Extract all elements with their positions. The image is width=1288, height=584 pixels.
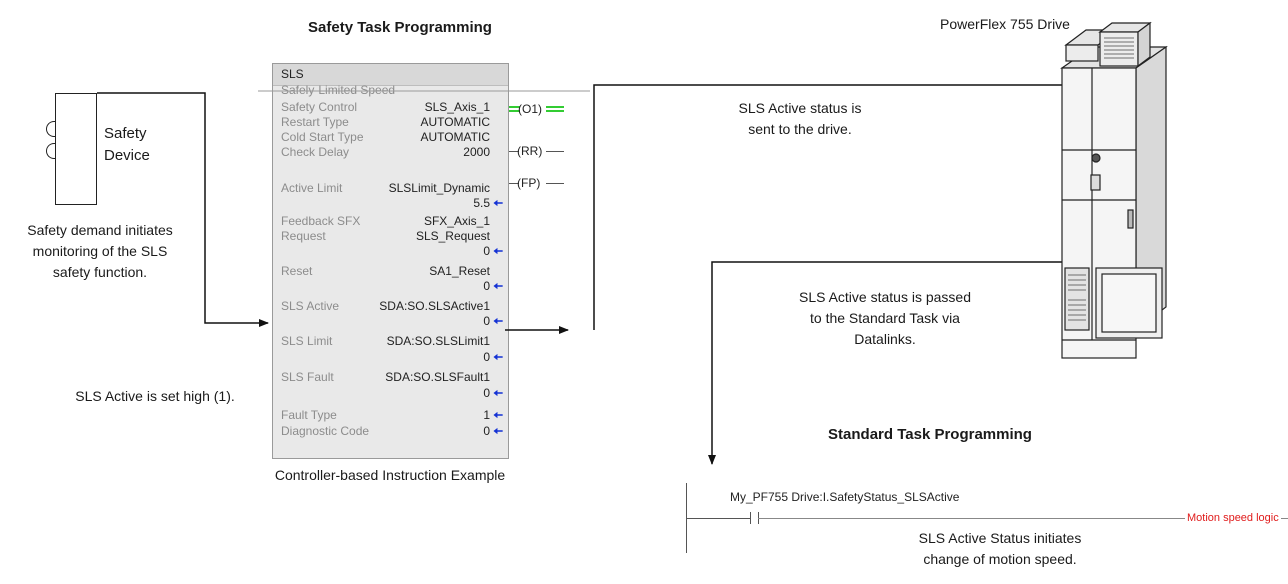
drive-title: PowerFlex 755 Drive <box>940 16 1070 32</box>
sent-caption-2: sent to the drive. <box>748 121 852 137</box>
safety-device-connector-bottom <box>46 143 55 159</box>
sls-row-value: AUTOMATIC <box>420 130 490 144</box>
ladder-rung-right <box>758 518 1288 519</box>
safety-device-label-2: Device <box>104 147 150 164</box>
safety-task-title: Safety Task Programming <box>308 19 492 36</box>
initiates-caption-2: change of motion speed. <box>923 551 1077 567</box>
sls-row-subvalue: 0 <box>483 386 490 400</box>
sls-row-subvalue: 0 <box>483 314 490 328</box>
sls-row-label: Restart Type <box>281 115 349 129</box>
sls-row-value: SDA:SO.SLSFault1 <box>385 370 490 384</box>
left-arrow-icon: 🠄 <box>493 314 503 328</box>
sls-row-value: SLS_Request <box>415 229 490 243</box>
left-arrow-icon: 🠄 <box>493 408 503 422</box>
fp-wire-left <box>509 183 519 184</box>
motion-speed-logic-label: Motion speed logic <box>1185 512 1281 524</box>
left-arrow-icon: 🠄 <box>493 424 503 438</box>
contact-bar-left <box>750 512 751 524</box>
left-arrow-icon: 🠄 <box>493 350 503 364</box>
safety-device-box <box>55 93 97 205</box>
sls-row-value: 2000 <box>463 145 490 159</box>
left-arrow-icon: 🠄 <box>493 279 503 293</box>
o1-coil: (O1) <box>518 102 543 116</box>
sls-row-value: SLS_Axis_1 <box>424 100 490 114</box>
sls-row-subvalue: 0 <box>483 279 490 293</box>
sls-block-name: SLS <box>281 67 304 81</box>
sls-row-subvalue: 5.5 <box>473 196 490 210</box>
powerflex-drive-illustration <box>1060 21 1168 359</box>
ladder-rung-left <box>686 518 750 519</box>
passed-caption-1: SLS Active status is passed <box>799 289 971 305</box>
o1-wire-right <box>546 110 564 112</box>
sls-row-label: Reset <box>281 264 313 278</box>
fp-coil: (FP) <box>517 176 541 190</box>
safety-device-connector-top <box>46 121 55 137</box>
sls-row-label: Check Delay <box>281 145 350 159</box>
passed-caption-2: to the Standard Task via <box>810 310 960 326</box>
standard-task-title: Standard Task Programming <box>828 426 1032 443</box>
sls-block-description: Safely-Limited Speed <box>281 83 396 97</box>
o1-wire-left <box>509 110 520 112</box>
sls-row-value: SFX_Axis_1 <box>423 214 490 228</box>
initiates-caption-1: SLS Active Status initiates <box>918 530 1082 546</box>
sls-row-value: SA1_Reset <box>429 264 490 278</box>
sls-row-label: Cold Start Type <box>281 130 364 144</box>
o1-wire-left <box>509 106 520 108</box>
sls-row-label: Active Limit <box>281 181 343 195</box>
rr-wire-left <box>509 151 519 152</box>
sls-row-label: SLS Limit <box>281 334 333 348</box>
o1-wire-right <box>546 106 564 108</box>
sls-row-value: SDA:SO.SLSLimit1 <box>386 334 490 348</box>
sls-row-value: SDA:SO.SLSActive1 <box>379 299 490 313</box>
safety-demand-arrow <box>97 92 269 327</box>
left-arrow-icon: 🠄 <box>493 244 503 258</box>
sls-row-label: Feedback SFX <box>281 214 361 228</box>
sls-row-value: SLSLimit_Dynamic <box>388 181 490 195</box>
passed-caption-3: Datalinks. <box>854 331 916 347</box>
sls-row-label: Safety Control <box>281 100 358 114</box>
demand-caption-3: safety function. <box>52 264 148 280</box>
rr-coil: (RR) <box>517 144 543 158</box>
left-arrow-icon: 🠄 <box>493 386 503 400</box>
sls-row-label: Fault Type <box>281 408 337 422</box>
sent-caption-1: SLS Active status is <box>738 100 862 116</box>
datalink-arrow <box>708 261 1157 465</box>
sls-row-value: 1 <box>483 408 490 422</box>
fp-wire-right <box>546 183 564 184</box>
rr-wire-right <box>546 151 564 152</box>
sls-row-value: AUTOMATIC <box>420 115 490 129</box>
demand-caption-2: monitoring of the SLS <box>32 243 168 259</box>
safety-device-label-1: Safety <box>104 125 147 142</box>
sls-row-label: SLS Active <box>281 299 340 313</box>
ladder-contact-tag: My_PF755 Drive:I.SafetyStatus_SLSActive <box>730 490 960 504</box>
sls-row-label: Request <box>281 229 326 243</box>
sls-row-subvalue: 0 <box>483 350 490 364</box>
demand-caption-1: Safety demand initiates <box>27 222 173 238</box>
instruction-example-caption: Controller-based Instruction Example <box>274 467 506 483</box>
sls-active-high-caption: SLS Active is set high (1). <box>75 388 235 404</box>
sls-row-label: Diagnostic Code <box>281 424 370 438</box>
sls-row-subvalue: 0 <box>483 244 490 258</box>
status-to-drive-arrow <box>593 81 1108 330</box>
sls-block-header <box>273 64 508 86</box>
sls-row-value: 0 <box>483 424 490 438</box>
sls-row-label: SLS Fault <box>281 370 334 384</box>
sls-instruction-block: SLS Safely-Limited Speed Safety Control … <box>272 63 509 459</box>
left-arrow-icon: 🠄 <box>493 196 503 210</box>
